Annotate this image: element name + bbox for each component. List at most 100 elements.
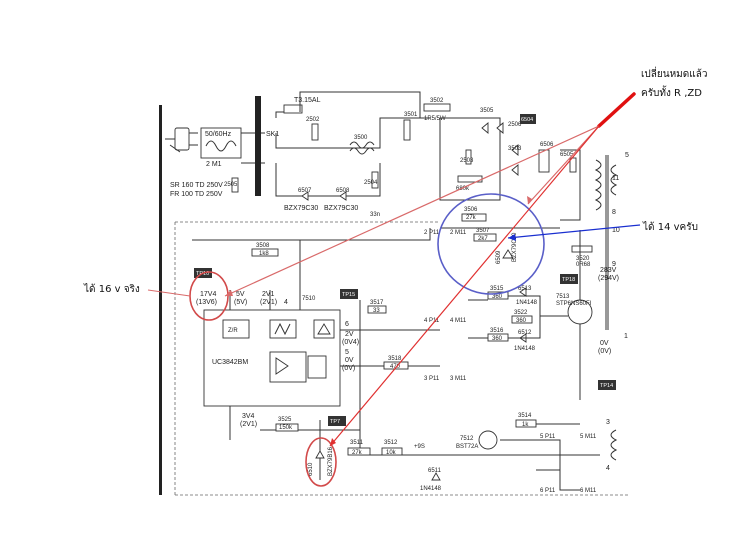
voltage-283v: 283V xyxy=(600,267,617,274)
res-3517-ref: 3517 xyxy=(370,300,384,306)
res-3512-val: 10k xyxy=(386,450,397,456)
diode-6512-val: 1N4148 xyxy=(514,346,536,352)
res-3518-val: 470 xyxy=(390,364,401,370)
winding-3: 3 xyxy=(606,419,610,426)
arrow-blue xyxy=(507,224,641,239)
ic-2v1-alt: (2V1) xyxy=(260,299,277,306)
res-3511-val: 27k xyxy=(352,450,363,456)
ic-pin6-voltage: 2V xyxy=(345,331,354,338)
voltage-294v: (294V) xyxy=(598,275,619,282)
fuse-note-1: SR 160 TD 250V xyxy=(170,182,223,189)
fuse-label: T3.15AL xyxy=(294,97,321,104)
zener-code-1: 6507 xyxy=(298,188,312,194)
mosfet-val: STP6NS60FI xyxy=(556,301,592,307)
part-2501: 2504 xyxy=(364,180,378,186)
part-2504: 6504 xyxy=(521,117,533,123)
ic-pin7-voltage-alt: (13V6) xyxy=(196,299,217,306)
bottom-network: 3525 150k 3511 27k 3512 10k +9S 6510 BZX… xyxy=(229,406,600,494)
mosfet-driver: 3515 360 3516 360 3522 360 1N4148 6513 1… xyxy=(468,230,593,400)
part-6505: 3505 xyxy=(480,108,494,114)
zener-label-1: BZX79C30 xyxy=(284,205,318,212)
diode-6509-val: BZX79C20 xyxy=(512,232,518,262)
res-3518-ref: 3518 xyxy=(388,356,402,362)
diode-6509-ref: 6509 xyxy=(496,250,502,264)
part-2502: 6506 xyxy=(540,142,554,148)
res-3522-ref: 3522 xyxy=(514,310,528,316)
ic-pin5-voltage-alt: (0V) xyxy=(342,365,355,372)
res-3520-val: 0R68 xyxy=(576,262,591,268)
conn-6m11: 6 M11 xyxy=(580,488,597,494)
part-value-33n: 33n xyxy=(370,212,380,218)
conn-4p11: 4 P11 xyxy=(424,318,440,324)
conn-5p11: 5 P11 xyxy=(540,434,556,440)
svg-text:Z/R: Z/R xyxy=(228,328,238,334)
part-3502-top: 3502 xyxy=(430,98,444,104)
testpoint-tp7: TP7 xyxy=(330,419,340,425)
conn-3m11: 3 M11 xyxy=(450,376,467,382)
res-3516-val: 360 xyxy=(492,336,503,342)
diode-6511-ref: 6511 xyxy=(428,468,442,474)
top-rail: 2502 3500 3501 3502 1R5/5W 6507 6508 BZX… xyxy=(275,91,451,218)
voltage-0v: 0V xyxy=(600,340,609,347)
rail-plus9s: +9S xyxy=(414,444,425,450)
ic-5v: 5V xyxy=(236,291,245,298)
diode-6513-ref: 6513 xyxy=(518,286,532,292)
res-3525-ref: 3525 xyxy=(278,417,292,423)
arrow-to-zener xyxy=(329,125,600,447)
ic-uc3842: Z/R UC3842BM 17V4 (13V6) 5V (5V) 2V1 (2V… xyxy=(192,228,431,428)
ic-pin6-voltage-alt: (0V4) xyxy=(342,339,359,346)
res-3522-val: 360 xyxy=(516,318,527,324)
mains-m1: 2 M1 xyxy=(206,161,222,168)
res-3507-ref: 3507 xyxy=(476,228,490,234)
arrow-to-feedback xyxy=(527,125,600,205)
conn-5m11: 5 M11 xyxy=(580,434,597,440)
arrow-left xyxy=(147,289,191,297)
ic-vpin8: 3V4 xyxy=(242,413,255,420)
note-top-line1: เปลี่ยนหมดแล้ว xyxy=(641,66,707,80)
fuse-note-2: FR 100 TD 250V xyxy=(170,191,223,198)
res-3514-val: 1k xyxy=(522,422,529,428)
res-3511-ref: 3511 xyxy=(350,440,364,446)
conn-3p11: 3 P11 xyxy=(424,376,440,382)
transistor-7510: 7510 xyxy=(302,296,316,302)
diode-6511-val: 1N4148 xyxy=(420,486,442,492)
part-3501: 3501 xyxy=(404,112,418,118)
winding-1: 1 xyxy=(624,333,628,340)
ic-2v1: 2V1 xyxy=(262,291,275,298)
page-margin-bar xyxy=(159,105,162,495)
zener-code-2: 6508 xyxy=(336,188,350,194)
res-3506-val: 27k xyxy=(466,215,477,221)
part-3500: 3500 xyxy=(354,135,368,141)
annotation-overlay: เปลี่ยนหมดแล้ว ครับทั้ง R ,ZD ได้ 14 vคร… xyxy=(83,66,707,487)
ic-5v-alt: (5V) xyxy=(234,299,247,306)
note-left: ได้ 16 v จริง xyxy=(83,283,140,295)
note-right: ได้ 14 vครับ xyxy=(642,221,698,233)
diode-6512-ref: 6512 xyxy=(518,330,532,336)
res-3515-ref: 3515 xyxy=(490,286,504,292)
res-3507-val: 2k7 xyxy=(478,236,488,242)
mains-freq: 50/60Hz xyxy=(205,131,232,138)
mains-input: 50/60Hz 2 M1 SK1 T3.15AL 2505 SR 160 TD … xyxy=(165,96,321,198)
diode-6513-val: 1N4148 xyxy=(516,300,538,306)
ic-pin7-voltage: 17V4 xyxy=(200,291,216,298)
ic-name: UC3842BM xyxy=(212,359,248,366)
part-6504: 3503 xyxy=(508,146,522,152)
winding-10: 10 xyxy=(612,227,620,234)
board-outline xyxy=(174,221,630,496)
zener-label-2: BZX79C30 xyxy=(324,205,358,212)
conn-4m11: 4 M11 xyxy=(450,318,467,324)
winding-5: 5 xyxy=(625,152,629,159)
res-3512-ref: 3512 xyxy=(384,440,398,446)
conn-2m11: 2 M11 xyxy=(450,230,467,236)
part-2505: 6505 xyxy=(560,152,574,158)
diode-6510-val: BZX79B16 xyxy=(328,446,334,476)
ic-pin5: 5 xyxy=(345,349,349,356)
transistor-7512-ref: 7512 xyxy=(460,436,474,442)
winding-4: 4 xyxy=(606,465,610,472)
mosfet-ref: 7513 xyxy=(556,294,570,300)
ic-pin4: 4 xyxy=(284,299,288,306)
res-3520-ref: 3520 xyxy=(576,256,590,262)
socket-label: SK1 xyxy=(266,131,279,138)
part-value-1r5: 1R5/5W xyxy=(424,116,446,122)
